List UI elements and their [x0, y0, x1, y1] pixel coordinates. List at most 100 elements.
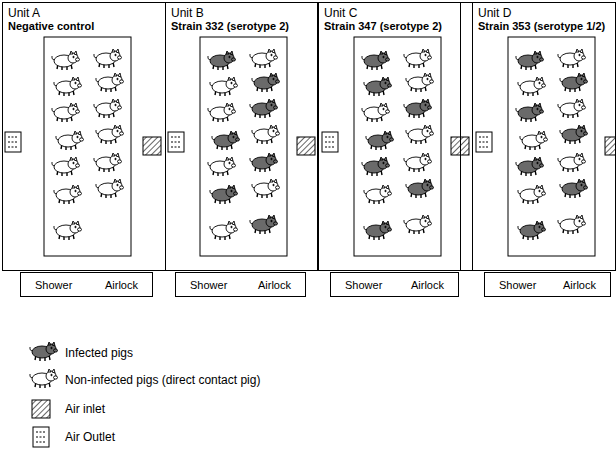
air-outlet-line — [171, 142, 181, 143]
shower-airlock-box: ShowerAirlock — [20, 272, 153, 297]
contact-pig — [558, 99, 586, 118]
infected-pig — [252, 73, 280, 92]
shower-label: Shower — [190, 279, 227, 291]
legend-text: Air Outlet — [65, 430, 115, 444]
legend-infected-pig — [30, 342, 58, 361]
airlock-label: Airlock — [258, 279, 291, 291]
air-inlet — [143, 137, 161, 155]
air-outlet-line — [479, 142, 489, 143]
contact-pig — [558, 153, 586, 172]
pen — [354, 37, 441, 256]
unit-name: Unit A — [8, 6, 312, 20]
airlock-label: Airlock — [563, 279, 596, 291]
shower-airlock-box: Shower Airlock — [484, 272, 611, 297]
contact-pig — [558, 49, 586, 68]
infected-pig — [364, 221, 392, 240]
contact-pig — [406, 73, 434, 92]
air-outlet-line — [479, 137, 489, 138]
contact-pig — [252, 179, 280, 198]
infected-pig — [404, 99, 432, 118]
contact-pig — [518, 185, 546, 204]
air-inlet — [32, 400, 50, 418]
contact-pig — [558, 215, 586, 234]
air-inlet — [297, 137, 315, 155]
air-outlet-line — [36, 442, 46, 443]
infected-pig — [250, 153, 278, 172]
contact-pig — [56, 131, 84, 150]
housing-unit: Unit ANegative control — [2, 2, 318, 271]
air-outlet-line — [325, 137, 335, 138]
air-outlet-line — [479, 147, 489, 148]
infected-pig — [366, 131, 394, 150]
shower-airlock-box: Shower Airlock — [175, 272, 306, 297]
shower-label: Shower — [499, 279, 536, 291]
infected-pig — [362, 51, 390, 70]
air-inlet — [605, 137, 616, 155]
air-outlet-line — [325, 147, 335, 148]
air-outlet-box — [168, 132, 184, 152]
contact-pig — [210, 221, 238, 240]
air-outlet-box — [5, 132, 21, 152]
housing-unit: Unit DStrain 353 (serotype 1/2) — [472, 2, 616, 271]
housing-unit: Unit CStrain 347 (serotype 2) — [318, 2, 616, 271]
airlock-label: Airlock — [411, 279, 444, 291]
contact-pig — [208, 103, 236, 122]
contact-pig — [96, 179, 124, 198]
contact-pig — [96, 125, 124, 144]
air-outlet-line — [325, 142, 335, 143]
air-outlet — [5, 132, 21, 152]
infected-pig — [208, 51, 236, 70]
legend-contact-pig — [30, 369, 58, 388]
contact-pig — [250, 49, 278, 68]
air-outlet — [168, 132, 184, 152]
contact-pig — [52, 51, 80, 70]
air-outlet-line — [36, 437, 46, 438]
air-outlet-line — [36, 432, 46, 433]
air-outlet — [322, 132, 338, 152]
infected-pig — [250, 99, 278, 118]
air-outlet-line — [8, 142, 18, 143]
infected-pig — [516, 103, 544, 122]
contact-pig — [94, 49, 122, 68]
contact-pig — [54, 185, 82, 204]
infected-pig — [406, 179, 434, 198]
air-outlet — [33, 427, 49, 447]
contact-pig — [94, 153, 122, 172]
infected-pig — [516, 51, 544, 70]
pen — [200, 37, 287, 256]
pen — [508, 37, 595, 256]
contact-pig — [404, 153, 432, 172]
contact-pig — [54, 221, 82, 240]
infected-pig — [516, 157, 544, 176]
infected-pig — [210, 185, 238, 204]
contact-pig — [252, 125, 280, 144]
air-outlet-line — [8, 147, 18, 148]
unit-name: Unit C — [324, 6, 610, 20]
air-outlet-box — [322, 132, 338, 152]
air-outlet-box — [33, 427, 49, 447]
infected-pig — [560, 73, 588, 92]
infected-pig — [250, 215, 278, 234]
contact-pig — [520, 131, 548, 150]
housing-unit: Unit BStrain 332 (serotype 2) — [165, 2, 461, 271]
shower-airlock-box: ShowerAirlock — [330, 272, 459, 297]
pen — [44, 37, 131, 256]
contact-pig — [518, 77, 546, 96]
contact-pig — [364, 185, 392, 204]
contact-pig — [208, 157, 236, 176]
air-outlet-line — [171, 147, 181, 148]
infected-pig — [364, 77, 392, 96]
infected-pig — [560, 179, 588, 198]
contact-pig — [94, 99, 122, 118]
contact-pig — [52, 157, 80, 176]
air-inlet — [451, 137, 469, 155]
contact-pig — [362, 103, 390, 122]
airlock-label: Airlock — [105, 279, 138, 291]
contact-pig — [54, 77, 82, 96]
air-outlet — [476, 132, 492, 152]
air-outlet-line — [8, 137, 18, 138]
contact-pig — [210, 77, 238, 96]
contact-pig — [96, 73, 124, 92]
air-outlet-line — [171, 137, 181, 138]
contact-pig — [52, 103, 80, 122]
